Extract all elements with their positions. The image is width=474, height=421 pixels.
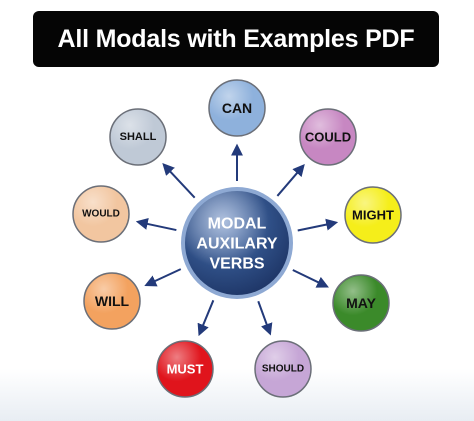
arrow-to-might (297, 218, 339, 232)
node-label-could: COULD (305, 130, 351, 145)
arrow-to-may (292, 269, 329, 288)
node-label-might: MIGHT (352, 208, 394, 223)
node-might: MIGHT (344, 186, 402, 244)
node-shine-must (158, 342, 212, 396)
node-label-must: MUST (167, 362, 204, 377)
node-label-should: SHOULD (262, 364, 304, 375)
node-shine-may (334, 276, 388, 330)
arrows-layer (135, 143, 339, 337)
node-can: CAN (208, 79, 266, 137)
center-node: MODAL AUXILARY VERBS (181, 187, 293, 299)
node-label-will: WILL (95, 293, 130, 309)
center-label-line-1: MODAL (208, 216, 267, 233)
title-banner: All Modals with Examples PDF (33, 11, 439, 67)
node-shine-could (301, 110, 355, 164)
node-shine-will (85, 274, 139, 328)
nodes-layer: CAN COULD MIGHT MAY SHOULD MUST WILL WOULD SHALL (72, 79, 402, 398)
node-shall: SHALL (109, 108, 167, 166)
arrow-to-should (257, 300, 273, 336)
node-will: WILL (83, 272, 141, 330)
arrow-to-could (276, 164, 305, 197)
node-may: MAY (332, 274, 390, 332)
modal-verbs-diagram: CAN COULD MIGHT MAY SHOULD MUST WILL WOULD SHALL… (0, 73, 474, 421)
center-label-line-3: VERBS (209, 256, 264, 273)
node-must: MUST (156, 340, 214, 398)
node-could: COULD (299, 108, 357, 166)
node-shine-can (210, 81, 264, 135)
arrow-to-shall (162, 163, 196, 199)
node-shine-might (346, 188, 400, 242)
node-label-would: WOULD (82, 209, 120, 220)
arrow-to-will (144, 268, 182, 287)
node-shine-would (74, 187, 128, 241)
page-title: All Modals with Examples PDF (57, 24, 415, 53)
node-would: WOULD (72, 185, 130, 243)
arrow-to-must (197, 299, 215, 337)
node-label-shall: SHALL (120, 131, 157, 143)
diagram-canvas: CAN COULD MIGHT MAY SHOULD MUST WILL WOULD SHALL… (72, 79, 402, 398)
arrow-to-would (135, 218, 177, 232)
center-label-line-2: AUXILARY (196, 236, 278, 253)
node-label-may: MAY (346, 295, 376, 311)
node-label-can: CAN (222, 100, 252, 116)
node-should: SHOULD (254, 340, 312, 398)
center-circle-shine (185, 191, 289, 295)
node-shine-should (256, 342, 310, 396)
node-shine-shall (111, 110, 165, 164)
